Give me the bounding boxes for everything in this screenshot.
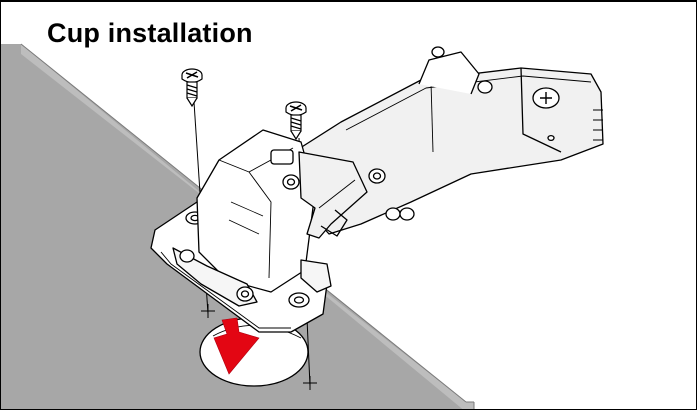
cup-hinge-icon bbox=[150, 46, 604, 333]
screw-icon bbox=[181, 68, 203, 108]
page-title: Cup installation bbox=[47, 18, 253, 48]
screw-icon bbox=[285, 101, 307, 141]
press-arrow-icon bbox=[213, 317, 260, 375]
